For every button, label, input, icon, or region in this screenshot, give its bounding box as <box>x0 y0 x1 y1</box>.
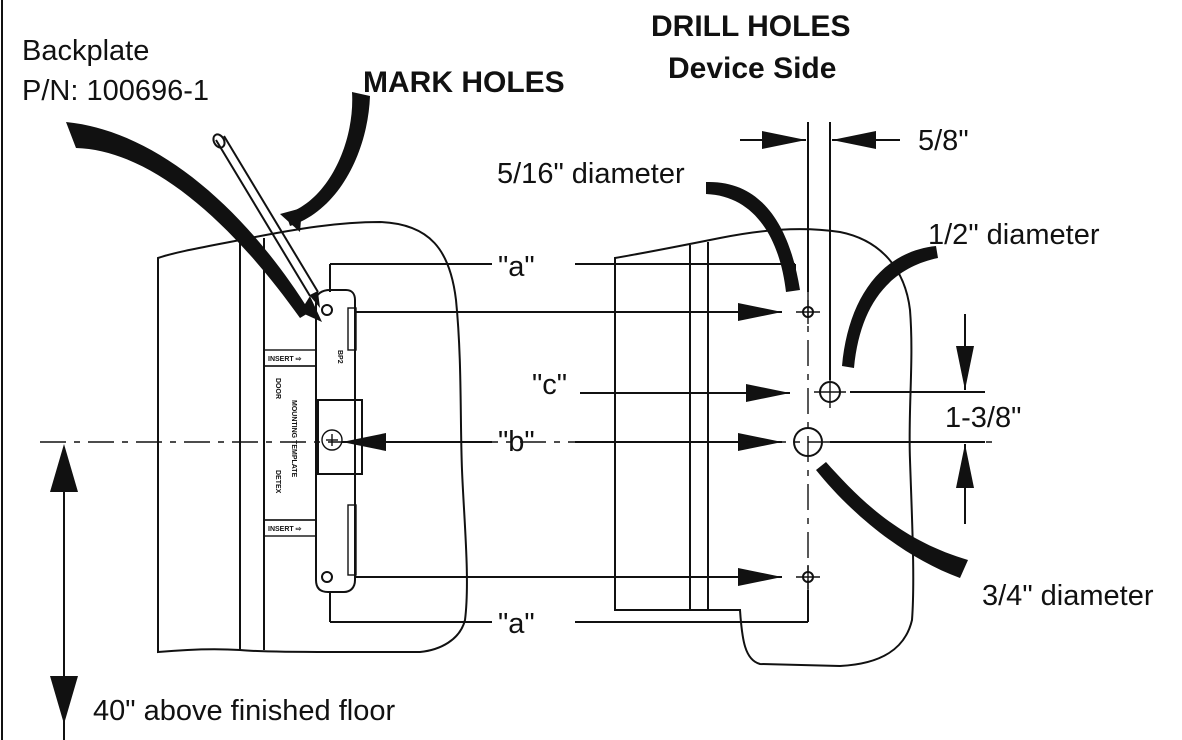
insert-label-top: INSERT ⇨ <box>268 356 302 363</box>
dimension-five-eighths-label: 5/8" <box>918 125 969 157</box>
backplate-label-line1: Backplate <box>22 35 149 67</box>
dimension-a-top <box>329 263 796 292</box>
backplate-template: INSERT ⇨ INSERT ⇨ BP2 DOOR MOUNTING TEMP… <box>263 289 363 593</box>
pencil-illustration <box>212 133 320 308</box>
brand-label: DETEX <box>274 470 281 494</box>
door-left <box>157 220 468 654</box>
mark-holes-title: MARK HOLES <box>363 66 565 99</box>
dia-5-16-label: 5/16" diameter <box>497 158 685 190</box>
drill-holes-title: DRILL HOLES <box>651 10 850 43</box>
dimension-1-3-8 <box>830 314 985 524</box>
dia-3-4-label: 3/4" diameter <box>982 580 1154 612</box>
dimension-a-bottom-label: "a" <box>498 608 535 640</box>
dimension-five-eighths <box>740 122 900 380</box>
floor-height-arrow <box>50 444 78 740</box>
dimension-b-label: "b" <box>498 426 535 458</box>
door-right <box>614 228 915 668</box>
floor-height-label: 40" above finished floor <box>93 695 395 727</box>
mark-hole-top <box>321 304 333 316</box>
dia-1-2-label: 1/2" diameter <box>928 219 1100 251</box>
dimension-1-3-8-label: 1-3/8" <box>945 402 1021 434</box>
drill-hole-3-4 <box>793 427 823 457</box>
drill-holes <box>793 300 846 589</box>
mounting-template-label: MOUNTING TEMPLATE <box>290 400 297 478</box>
backplate-label-line2: P/N: 100696-1 <box>22 75 209 107</box>
dia-3-4-callout-arrow <box>816 462 968 578</box>
device-side-title: Device Side <box>668 52 836 85</box>
dia-5-16-callout-arrow <box>706 181 800 292</box>
dimension-a-bottom <box>329 590 809 623</box>
mark-holes-callout-arrow <box>286 92 370 226</box>
dimension-a-top-label: "a" <box>498 251 535 283</box>
dia-1-2-callout-arrow <box>842 246 938 368</box>
backplate-callout-arrow <box>66 122 310 318</box>
bp2-label: BP2 <box>336 350 343 364</box>
dimension-c-label: "c" <box>532 369 567 401</box>
door-label: DOOR <box>274 378 281 399</box>
insert-label-bottom: INSERT ⇨ <box>268 526 302 533</box>
mark-hole-bottom <box>321 571 333 583</box>
